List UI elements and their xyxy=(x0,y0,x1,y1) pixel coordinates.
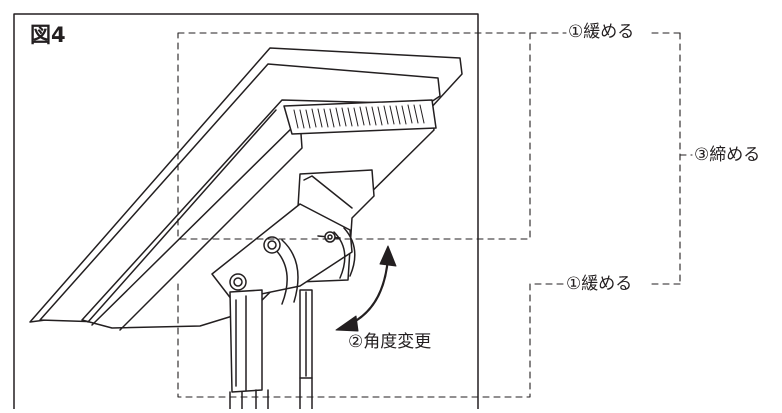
callout-tighten: ③締める xyxy=(694,145,761,165)
callout-angle-change: ②角度変更 xyxy=(348,332,432,352)
callout-loosen-bottom: ①緩める xyxy=(566,274,633,294)
loosen-region-bottom xyxy=(177,283,565,398)
vent-grille xyxy=(293,104,425,129)
screw xyxy=(229,231,336,291)
figure-label: 図4 xyxy=(30,23,66,47)
stand-post xyxy=(229,289,313,410)
callout-guides xyxy=(177,32,693,398)
angle-arrow xyxy=(335,245,397,332)
callout-loosen-top: ①緩める xyxy=(568,22,635,42)
loosen-region-top xyxy=(177,32,531,240)
figure-frame xyxy=(13,13,479,410)
